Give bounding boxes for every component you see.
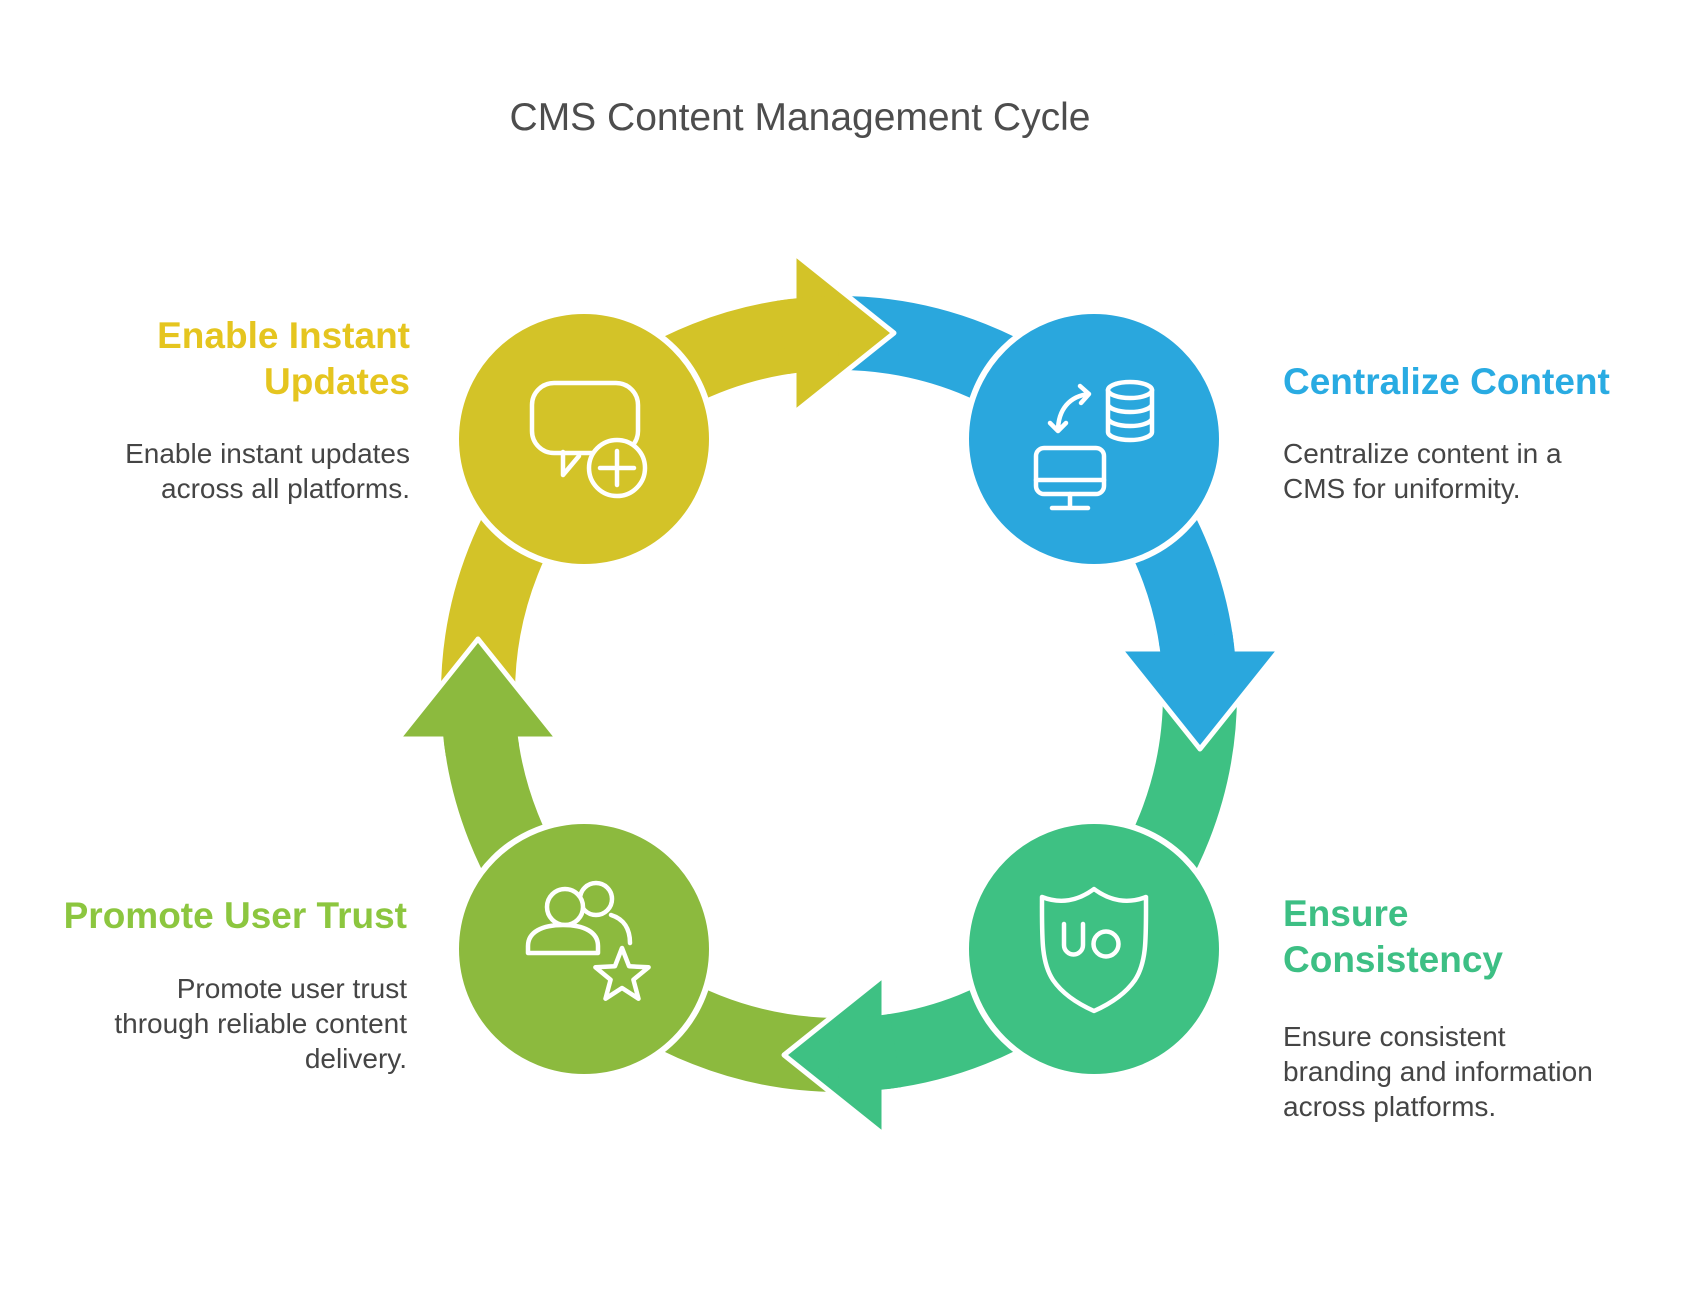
node-circles — [453, 308, 1225, 1080]
chat-bubble-shape — [529, 380, 641, 456]
cycle-arrowheads — [395, 250, 1283, 1138]
heading-line: Ensure — [1283, 893, 1409, 934]
monitor-stand — [1033, 477, 1107, 511]
node-description: Enable instant updates across all platfo… — [50, 436, 410, 506]
arrow-right-tail — [1158, 631, 1238, 695]
heading-line: Updates — [264, 361, 410, 402]
desc-line: across all platforms. — [161, 473, 410, 504]
desc-line: delivery. — [304, 1043, 407, 1074]
star-icon — [593, 945, 651, 1001]
shield-uo-icon — [1039, 886, 1149, 1014]
node-heading: Enable Instant Updates — [50, 313, 410, 405]
node-text-enable-instant-updates: Enable Instant Updates Enable instant up… — [50, 313, 410, 506]
desc-line: branding and information — [1283, 1056, 1593, 1087]
desc-line: Ensure consistent — [1283, 1021, 1506, 1052]
shield-outline — [1039, 886, 1149, 1014]
node-description: Promote user trust through reliable cont… — [27, 971, 407, 1076]
arrow-bottom-tail — [838, 1013, 902, 1093]
front-user-body — [525, 922, 601, 956]
node-text-ensure-consistency: Ensure Consistency Ensure consistent bra… — [1283, 891, 1663, 1124]
shield-letter-u — [1061, 921, 1086, 957]
arrow-left-tail — [440, 693, 520, 757]
desc-line: across platforms. — [1283, 1091, 1497, 1122]
desc-line: through reliable content — [114, 1008, 407, 1039]
plus-cross — [597, 448, 637, 488]
heading-line: Promote User Trust — [63, 895, 407, 936]
monitor-database-sync-icon — [1033, 379, 1155, 511]
arrow-top-tail — [776, 295, 840, 375]
node-circle-centralize-content — [963, 308, 1225, 570]
heading-line: Consistency — [1283, 939, 1504, 980]
node-heading: Promote User Trust — [27, 893, 407, 939]
heading-line: Centralize Content — [1283, 361, 1610, 402]
node-circle-enable-instant-updates — [453, 308, 715, 570]
sync-arrow — [1047, 383, 1092, 434]
desc-line: CMS for uniformity. — [1283, 473, 1521, 504]
desc-line: Enable instant updates — [125, 438, 410, 469]
back-user-shoulder — [608, 912, 633, 946]
heading-line: Enable Instant — [157, 315, 410, 356]
node-description: Ensure consistent branding and informati… — [1283, 1019, 1663, 1124]
node-description: Centralize content in a CMS for uniformi… — [1283, 436, 1663, 506]
node-heading: Centralize Content — [1283, 359, 1663, 405]
shield-letter-o — [1091, 929, 1121, 959]
desc-line: Promote user trust — [176, 973, 407, 1004]
page-title: CMS Content Management Cycle — [509, 96, 1091, 139]
chat-bubble-plus-icon — [529, 380, 648, 499]
node-text-centralize-content: Centralize Content Centralize content in… — [1283, 359, 1663, 506]
desc-line: Centralize content in a — [1283, 438, 1562, 469]
chat-bubble-tail — [560, 449, 582, 478]
database-body — [1105, 387, 1155, 443]
users-star-icon — [525, 880, 651, 1001]
front-user-head — [544, 886, 586, 928]
node-text-promote-user-trust: Promote User Trust Promote user trust th… — [27, 893, 407, 1076]
node-heading: Ensure Consistency — [1283, 891, 1663, 983]
